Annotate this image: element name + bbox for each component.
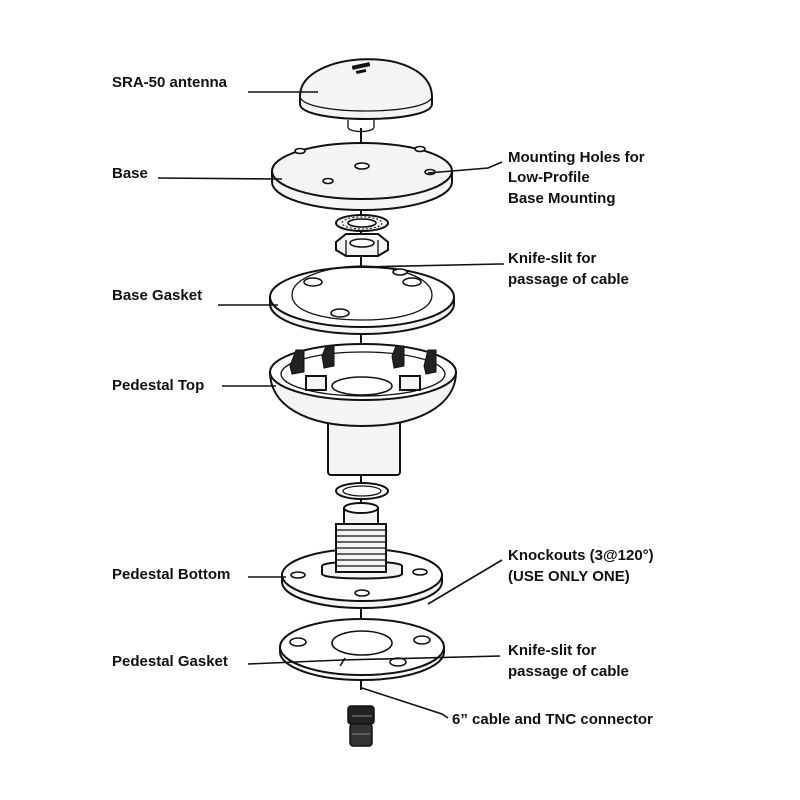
label-pedestal-bottom: Pedestal Bottom	[112, 566, 230, 583]
label-knife-slit-bottom-line1: Knife-slit for	[508, 642, 596, 659]
label-base: Base	[112, 165, 148, 182]
knockout-hole	[290, 571, 306, 579]
label-pedestal-gasket: Pedestal Gasket	[112, 653, 228, 670]
threads	[336, 529, 386, 567]
antenna-dome	[299, 58, 433, 133]
label-antenna: SRA-50 antenna	[112, 74, 228, 91]
pedestal-top	[268, 343, 458, 476]
label-mounting-holes-line1: Mounting Holes for	[508, 149, 645, 166]
antenna-logo-mark	[351, 62, 371, 74]
base-mounting-hole	[414, 145, 426, 153]
label-knife-slit-bottom-line2: passage of cable	[508, 663, 629, 680]
knockout-hole	[412, 568, 428, 576]
tnc-connector	[347, 705, 375, 747]
lock-washer	[335, 214, 389, 232]
label-knockouts-line2: (USE ONLY ONE)	[508, 568, 630, 585]
hex-nut	[335, 233, 389, 257]
base-plate	[271, 142, 453, 211]
o-ring	[335, 482, 389, 500]
label-base-gasket: Base Gasket	[112, 287, 202, 304]
base-gasket	[269, 265, 455, 335]
label-knife-slit-top-line2: passage of cable	[508, 271, 629, 288]
base-center-hole	[354, 162, 370, 170]
label-cable: 6” cable and TNC connector	[452, 711, 653, 728]
label-mounting-holes-line3: Base Mounting	[508, 190, 616, 207]
label-knife-slit-top-line1: Knife-slit for	[508, 250, 596, 267]
label-pedestal-top: Pedestal Top	[112, 377, 204, 394]
pedestal-gasket	[279, 618, 445, 681]
base-mounting-hole	[322, 177, 334, 185]
label-knockouts-line1: Knockouts (3@120°)	[508, 547, 654, 564]
leader-lines	[157, 91, 504, 719]
label-mounting-holes-line2: Low-Profile	[508, 169, 590, 186]
base-mounting-hole	[294, 147, 306, 155]
pedestal-bottom	[281, 502, 443, 609]
knockout-hole	[354, 589, 370, 597]
